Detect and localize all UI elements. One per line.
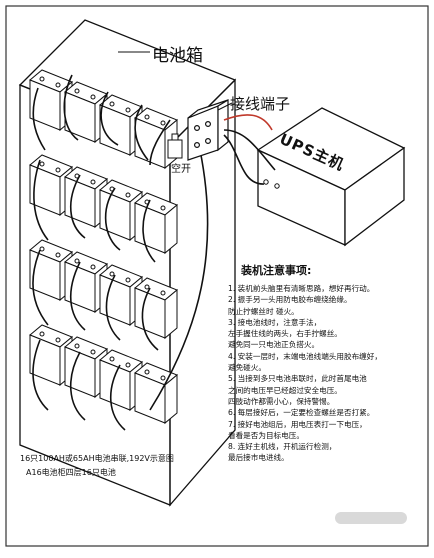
breaker-label: 空开 xyxy=(171,164,191,175)
note-line: 5. 当接到多只电池串联时，此时首尾电池 xyxy=(228,374,367,384)
battery xyxy=(134,107,178,170)
note-line: 四肢动作都需小心，保持警惕。 xyxy=(228,396,335,406)
battery-group xyxy=(29,69,178,425)
note-line: 避免碰火。 xyxy=(228,363,266,373)
terminal-leader xyxy=(217,102,233,111)
note-line: 1. 装机前头脑里有清晰思路，想好再行动。 xyxy=(228,284,375,293)
ups-cables xyxy=(223,114,276,185)
caption-line-2: A16电池柜四层16只电池 xyxy=(26,468,116,477)
note-line: 4. 安装一层时，末端电池线端头用胶布缠好， xyxy=(228,351,382,361)
note-line: 最后接市电进线。 xyxy=(228,453,289,463)
caption-line-1: 16只100AH或65AH电池串联,192V示意图 xyxy=(20,454,174,463)
battery xyxy=(134,362,178,425)
note-line: 避免同一只电池正负搭火。 xyxy=(228,340,320,350)
note-line: 6. 每层接好后，一定要检查螺丝是否打紧。 xyxy=(228,408,375,418)
watermark-smudge xyxy=(335,512,407,524)
notes-title: 装机注意事项: xyxy=(241,264,312,277)
terminal-block xyxy=(187,98,229,161)
ups-host xyxy=(256,107,406,247)
battery xyxy=(134,192,178,255)
ups-terminals xyxy=(263,179,280,189)
breaker-switch xyxy=(167,133,183,159)
battery xyxy=(134,277,178,340)
note-line: 3. 接电池线时，注意手法， xyxy=(228,317,322,327)
note-line: 8. 连好主机线，开机运行检测， xyxy=(228,442,337,452)
note-line: 左手握住线的两头，右手拧螺丝。 xyxy=(228,329,342,339)
note-line: 7. 接好电池组后，用电压表打一下电压， xyxy=(228,419,367,429)
battery xyxy=(29,239,73,302)
terminal-block-label: 接线端子 xyxy=(230,95,291,113)
note-line: 2. 振手另一头用防电胶布缠绕绝缘。 xyxy=(228,295,352,305)
image-border xyxy=(5,5,429,547)
note-line: 之间的电压早已经超过安全电压。 xyxy=(228,385,342,395)
installation-notes-list: 1. 装机前头脑里有清晰思路，想好再行动。 2. 振手另一头用防电胶布缠绕绝缘。… xyxy=(228,283,424,464)
series-cables xyxy=(32,74,209,431)
note-line: 看看是否为目标电压。 xyxy=(228,430,304,440)
battery-box-label: 电池箱 xyxy=(152,46,203,66)
note-line: 防止拧螺丝时 碰火。 xyxy=(228,306,299,316)
